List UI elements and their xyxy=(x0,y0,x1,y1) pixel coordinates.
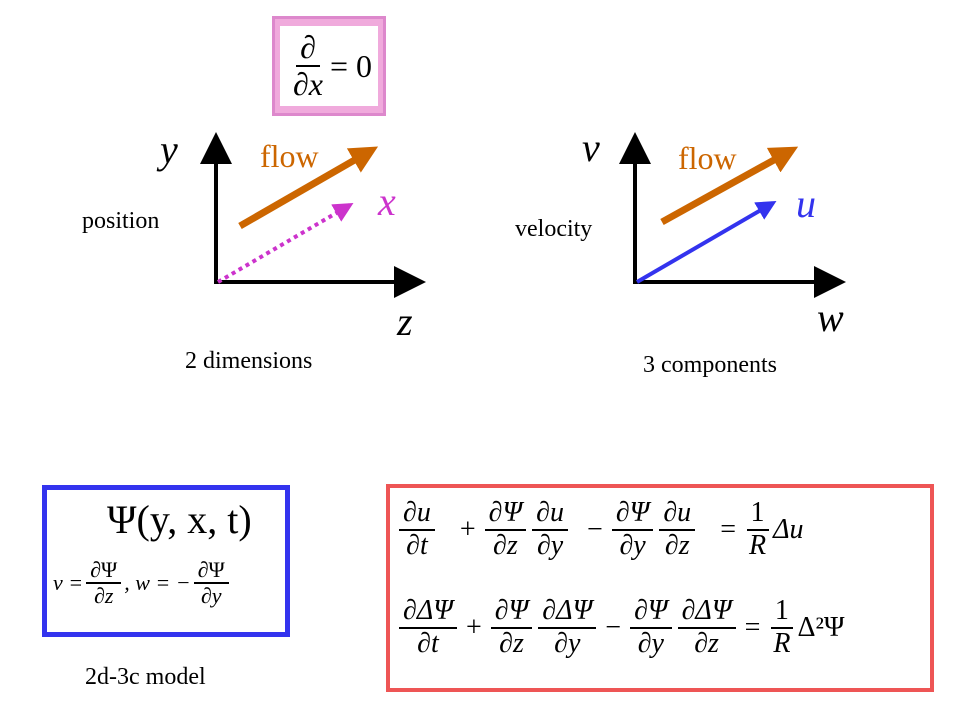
v-num: ∂Ψ xyxy=(86,558,121,584)
components-caption: 3 components xyxy=(643,353,777,377)
flow-label-position: flow xyxy=(260,140,319,172)
eq2-equals: = xyxy=(745,612,761,644)
eq2-r-num: 1 xyxy=(771,596,793,629)
eq2-t4-num: ∂Ψ xyxy=(630,596,672,629)
v-lhs: v = xyxy=(53,570,83,596)
equals-zero: = 0 xyxy=(330,48,372,85)
eq1-r-den: R xyxy=(745,531,770,562)
v-den: ∂z xyxy=(90,584,117,608)
z-label: z xyxy=(397,302,413,342)
w-lhs: , w = − xyxy=(124,570,190,596)
eq2-t5-den: ∂z xyxy=(690,629,723,660)
eq1-t2-num: ∂Ψ xyxy=(485,498,527,531)
eq2-t3-num: ∂ΔΨ xyxy=(538,596,596,629)
eq2-t2-num: ∂Ψ xyxy=(491,596,533,629)
momentum-equation: ∂u∂t + ∂Ψ∂z ∂u∂y − ∂Ψ∂y ∂u∂z = 1R Δu xyxy=(396,498,804,562)
psi-function-text: Ψ(y, x, t) xyxy=(107,497,252,542)
partial-den: ∂x xyxy=(289,67,327,102)
model-caption: 2d-3c model xyxy=(85,665,206,689)
eq1-minus: − xyxy=(587,514,603,546)
x-arrow xyxy=(218,205,350,282)
velocity-definition: v = ∂Ψ ∂z , w = − ∂Ψ ∂y xyxy=(53,558,232,608)
eq2-t2-den: ∂z xyxy=(495,629,528,660)
w-label: w xyxy=(817,298,844,338)
eq1-rhs: Δu xyxy=(773,514,803,546)
position-label: position xyxy=(82,209,159,233)
eq1-t5-den: ∂z xyxy=(661,531,694,562)
equations-box: ∂u∂t + ∂Ψ∂z ∂u∂y − ∂Ψ∂y ∂u∂z = 1R Δu ∂ΔΨ… xyxy=(386,484,934,692)
v-label: v xyxy=(582,128,600,168)
eq2-r-den: R xyxy=(769,629,794,660)
eq1-t2-den: ∂z xyxy=(489,531,522,562)
psi-function: Ψ(y, x, t) xyxy=(107,500,252,540)
eq1-t1-num: ∂u xyxy=(399,498,435,531)
eq1-t4-den: ∂y xyxy=(615,531,649,562)
vorticity-equation: ∂ΔΨ∂t + ∂Ψ∂z ∂ΔΨ∂y − ∂Ψ∂y ∂ΔΨ∂z = 1R Δ²Ψ xyxy=(396,596,845,660)
eq1-plus: + xyxy=(460,514,476,546)
eq1-r-num: 1 xyxy=(747,498,769,531)
eq2-t5-num: ∂ΔΨ xyxy=(678,596,736,629)
eq2-t4-den: ∂y xyxy=(634,629,668,660)
w-den: ∂y xyxy=(197,584,226,608)
eq2-t1-den: ∂t xyxy=(413,629,443,660)
eq2-t3-den: ∂y xyxy=(550,629,584,660)
x-label: x xyxy=(378,182,396,222)
u-label: u xyxy=(796,184,816,224)
model-box: Ψ(y, x, t) v = ∂Ψ ∂z , w = − ∂Ψ ∂y xyxy=(42,485,290,637)
eq1-equals: = xyxy=(720,514,736,546)
eq1-t4-num: ∂Ψ xyxy=(612,498,654,531)
eq2-t1-num: ∂ΔΨ xyxy=(399,596,457,629)
flow-label-velocity: flow xyxy=(678,142,737,174)
top-equation: ∂ ∂x = 0 xyxy=(280,26,378,106)
velocity-label: velocity xyxy=(515,217,592,241)
w-num: ∂Ψ xyxy=(194,558,229,584)
u-arrow xyxy=(637,203,773,282)
y-label: y xyxy=(160,130,178,170)
partial-num: ∂ xyxy=(296,30,320,67)
eq1-t1-den: ∂t xyxy=(402,531,432,562)
eq1-t3-num: ∂u xyxy=(532,498,568,531)
top-equation-box: ∂ ∂x = 0 xyxy=(272,16,386,116)
eq1-t5-num: ∂u xyxy=(659,498,695,531)
eq2-minus: − xyxy=(605,612,621,644)
eq2-rhs: Δ²Ψ xyxy=(797,612,844,644)
dimensions-caption: 2 dimensions xyxy=(185,349,312,373)
eq1-t3-den: ∂y xyxy=(533,531,567,562)
eq2-plus: + xyxy=(466,612,482,644)
